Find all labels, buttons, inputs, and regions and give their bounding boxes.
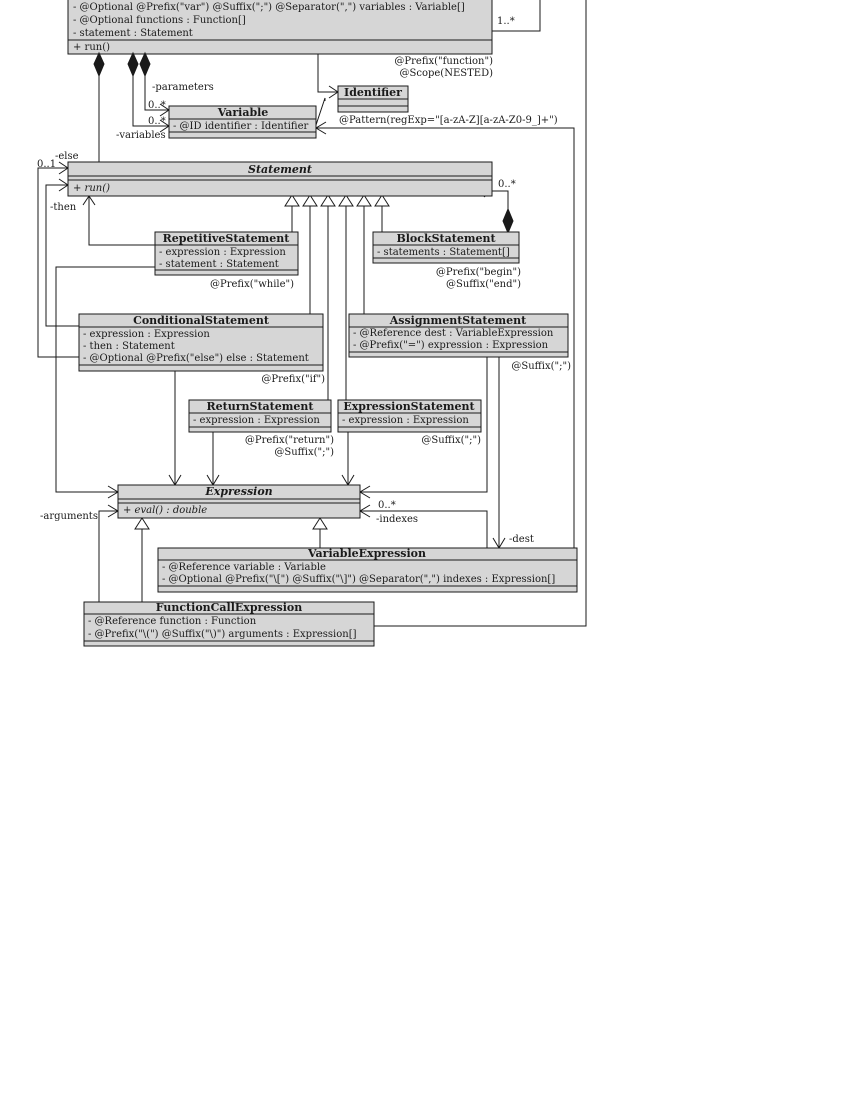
edge-labels: 1..* @Prefix("function") @Scope(NESTED) … <box>37 16 571 545</box>
class-member: - @Optional @Prefix("else") else : State… <box>83 353 309 364</box>
class-repetitive-statement[interactable]: RepetitiveStatement - expression : Expre… <box>154 231 299 276</box>
annotation-label: @Suffix(";") <box>274 447 334 458</box>
multiplicity-label: 0..* <box>148 100 166 111</box>
annotation-label: @Prefix("begin") <box>436 267 521 278</box>
program-member: - @Optional @Prefix("var") @Suffix(";") … <box>73 2 465 13</box>
role-label: -indexes <box>376 514 418 525</box>
annotation-label: @Pattern(regExp="[a-zA-Z][a-zA-Z0-9_]+") <box>339 115 558 126</box>
class-member: - @Optional @Prefix("\[") @Suffix("\]") … <box>162 574 555 585</box>
class-member: - @Reference function : Function <box>88 616 257 627</box>
class-return-statement[interactable]: ReturnStatement - expression : Expressio… <box>188 399 332 433</box>
class-member: - @Prefix("=") expression : Expression <box>353 340 549 351</box>
annotation-label: @Prefix("function") <box>394 56 493 67</box>
class-name: ReturnStatement <box>207 400 315 413</box>
class-member: - statements : Statement[] <box>377 247 510 258</box>
annotation-label: @Prefix("if") <box>261 374 325 385</box>
class-name: RepetitiveStatement <box>163 232 291 245</box>
class-name: FunctionCallExpression <box>156 601 302 614</box>
role-label: -else <box>55 151 79 162</box>
class-member: - @ID identifier : Identifier <box>173 121 308 132</box>
program-operation: + run() <box>73 42 110 53</box>
class-member: - expression : Expression <box>83 329 210 340</box>
annotation-label: @Prefix("while") <box>210 279 294 290</box>
role-label: -dest <box>509 534 534 545</box>
program-member: - @Optional functions : Function[] <box>73 15 246 26</box>
multiplicity-label: 0..* <box>378 500 396 511</box>
multiplicity-label: 0..* <box>498 179 516 190</box>
class-name: Expression <box>204 485 272 498</box>
class-member: - expression : Expression <box>159 247 286 258</box>
role-label: -arguments <box>40 511 98 522</box>
class-member: - @Prefix("\(") @Suffix("\)") arguments … <box>88 629 357 640</box>
class-function-call-expression[interactable]: FunctionCallExpression - @Reference func… <box>83 601 375 647</box>
program-class[interactable]: - @Optional @Prefix("var") @Suffix(";") … <box>67 0 493 55</box>
class-assignment-statement[interactable]: AssignmentStatement - @Reference dest : … <box>348 313 569 358</box>
class-name: AssignmentStatement <box>389 314 527 327</box>
class-member: - @Reference variable : Variable <box>162 562 326 573</box>
class-identifier[interactable]: Identifier <box>337 85 409 113</box>
annotation-label: @Prefix("return") <box>245 435 334 446</box>
class-name: Identifier <box>344 86 402 99</box>
class-block-statement[interactable]: BlockStatement - statements : Statement[… <box>372 231 520 264</box>
multiplicity-label: 0..* <box>148 116 166 127</box>
multiplicity-label: 0..1 <box>37 159 56 170</box>
class-name: VariableExpression <box>307 547 426 560</box>
class-conditional-statement[interactable]: ConditionalStatement - expression : Expr… <box>78 313 324 372</box>
program-member: - statement : Statement <box>73 28 193 39</box>
class-operation: + eval() : double <box>123 505 207 516</box>
class-member: - expression : Expression <box>193 415 320 426</box>
annotation-label: @Suffix(";") <box>421 435 481 446</box>
role-label: -then <box>50 202 77 213</box>
class-member: - @Reference dest : VariableExpression <box>353 328 554 339</box>
class-operation: + run() <box>73 183 110 194</box>
class-expression-statement[interactable]: ExpressionStatement - expression : Expre… <box>337 399 482 433</box>
class-expression[interactable]: Expression + eval() : double <box>117 484 361 519</box>
role-label: -parameters <box>152 82 214 93</box>
association-edges <box>37 0 587 627</box>
annotation-label: @Suffix("end") <box>446 279 521 290</box>
class-name: ConditionalStatement <box>133 314 270 327</box>
class-member: - expression : Expression <box>342 415 469 426</box>
multiplicity-label: 1..* <box>497 16 515 27</box>
role-label: -variables <box>116 130 166 141</box>
class-name: Statement <box>248 163 312 176</box>
class-variable-expression[interactable]: VariableExpression - @Reference variable… <box>157 547 578 593</box>
class-variable[interactable]: Variable - @ID identifier : Identifier <box>168 105 317 139</box>
generalization-triangles <box>134 194 390 530</box>
class-member: - then : Statement <box>83 341 175 352</box>
class-name: Variable <box>217 106 269 119</box>
annotation-label: @Scope(NESTED) <box>400 68 494 79</box>
class-name: BlockStatement <box>396 232 496 245</box>
class-name: ExpressionStatement <box>343 400 475 413</box>
class-member: - statement : Statement <box>159 259 279 270</box>
annotation-label: @Suffix(";") <box>511 361 571 372</box>
class-statement[interactable]: Statement + run() <box>67 161 493 197</box>
